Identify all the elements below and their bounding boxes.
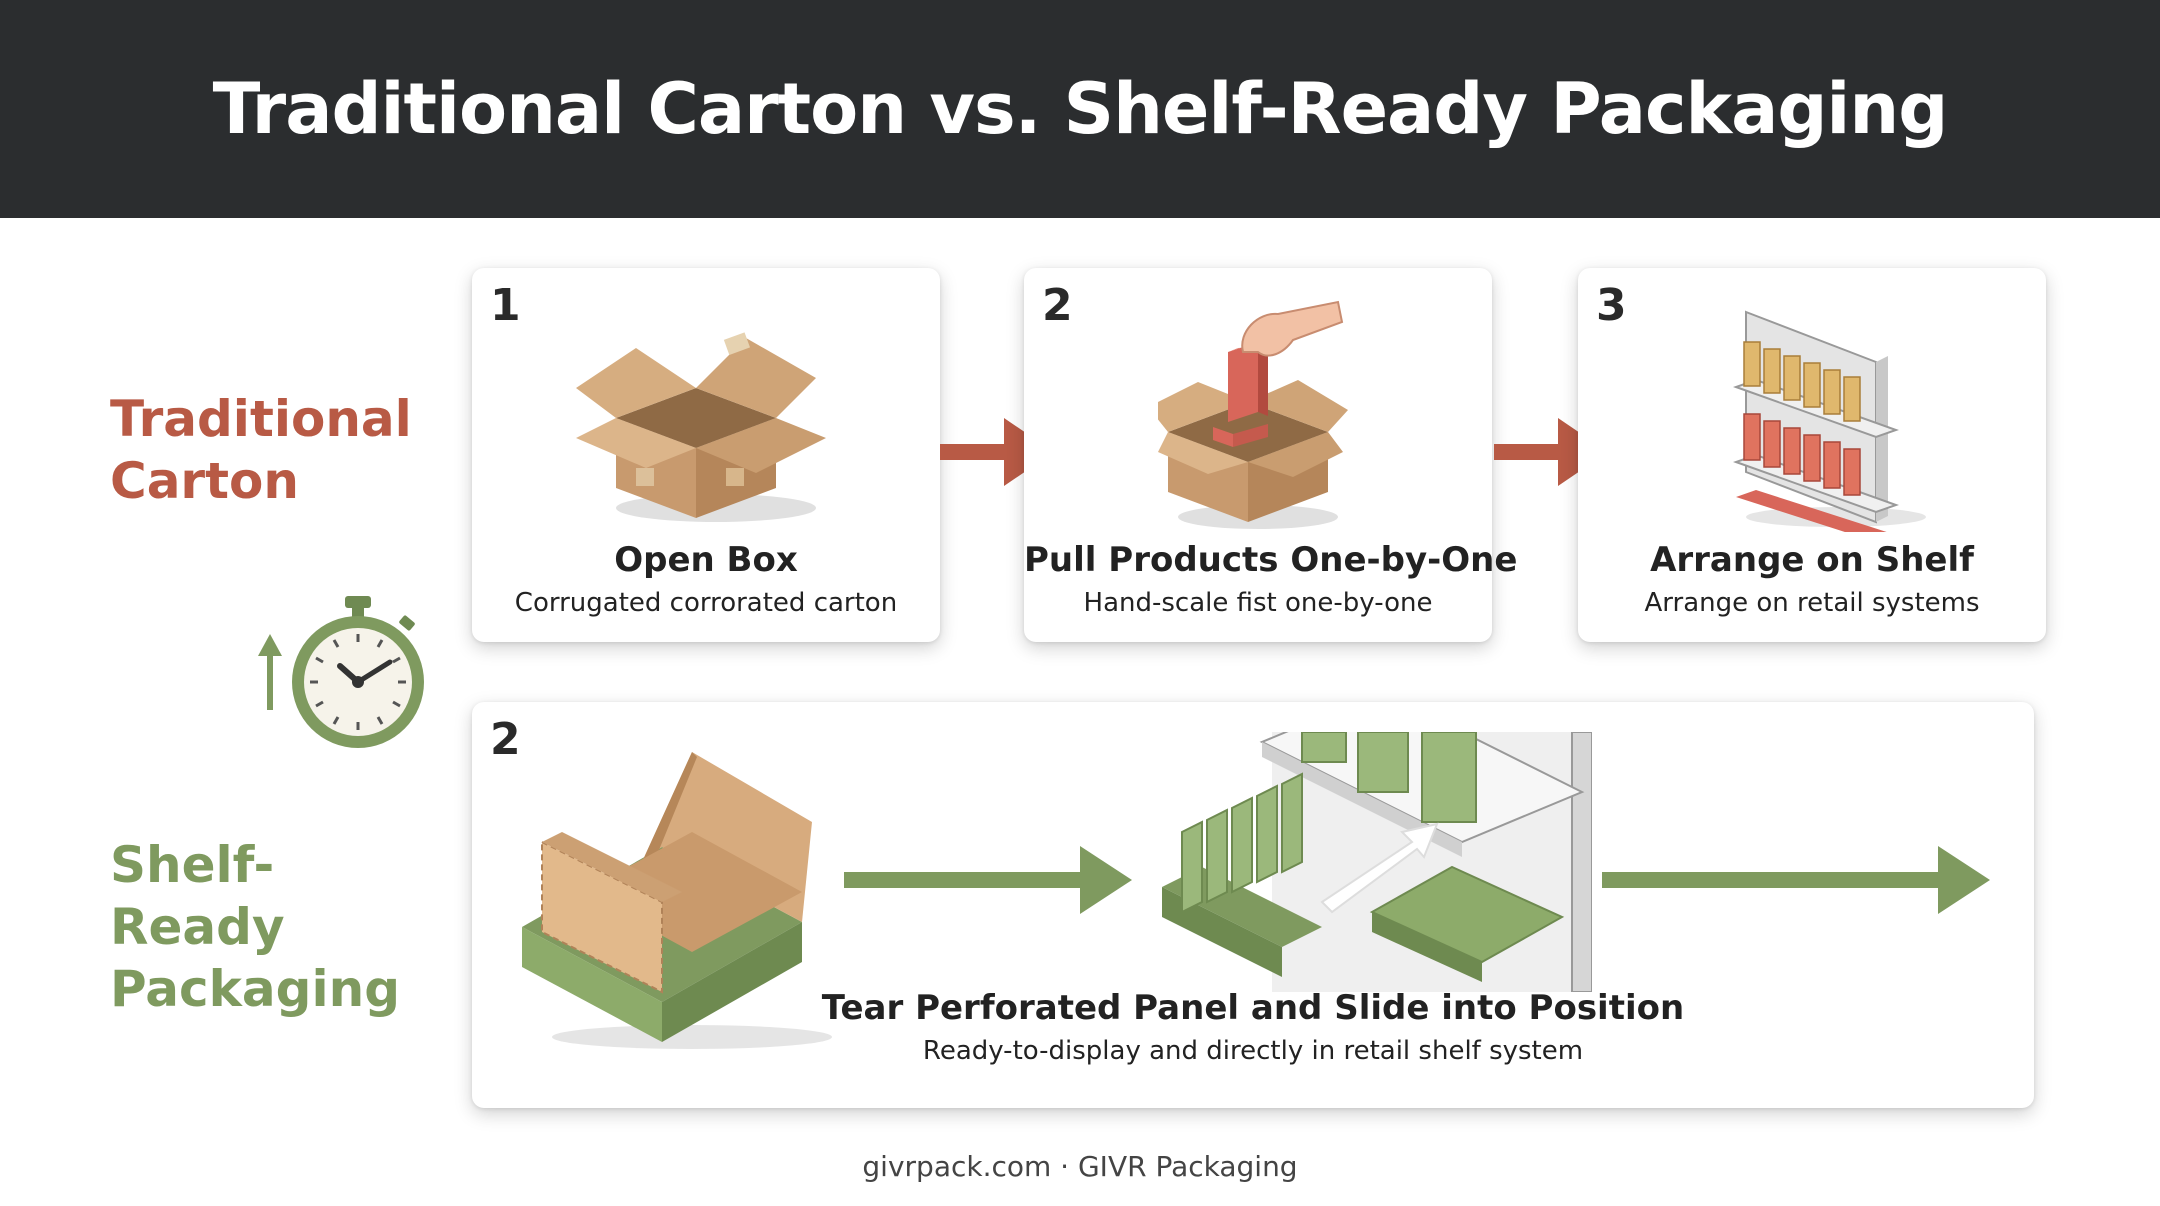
stopwatch-icon — [258, 596, 424, 748]
step-number: 2 — [1042, 280, 1073, 331]
step-number: 3 — [1596, 280, 1627, 331]
srp-step-subtitle: Ready-to-display and directly in retail … — [922, 1036, 1584, 1066]
step-number: 1 — [490, 280, 521, 331]
srp-label-line2: Packaging — [110, 960, 400, 1018]
footer-credit: givrpack.com · GIVR Packaging — [862, 1150, 1298, 1183]
shelf-with-products-icon — [1733, 310, 1926, 532]
hand-pulling-product-icon — [1158, 300, 1348, 529]
traditional-label-line2: Carton — [110, 452, 299, 510]
step-title: Arrange on Shelf — [1650, 540, 1974, 580]
step-subtitle: Corrugated corrorated carton — [514, 588, 898, 618]
srp-tray-icon — [522, 752, 832, 1049]
page-title: Traditional Carton vs. Shelf-Ready Packa… — [212, 68, 1949, 150]
step-card-open-box: 1 Open Box Corrugated corrorated carton — [472, 268, 940, 642]
srp-step-title: Tear Perforated Panel and Slide into Pos… — [821, 988, 1685, 1028]
traditional-label-line1: Traditional — [110, 390, 412, 448]
step-subtitle: Arrange on retail systems — [1644, 588, 1980, 618]
shelf-ready-packaging-label: Shelf-Ready Packaging — [110, 834, 440, 1020]
srp-label-line1: Shelf-Ready — [110, 836, 285, 956]
step-card-pull-products: 2 Pull Products One-by-One Hand-scale fi… — [1024, 268, 1518, 642]
step-title: Pull Products One-by-One — [1024, 540, 1518, 580]
arrow-right-icon — [844, 846, 1132, 914]
srp-shelf-icon — [1162, 732, 1592, 992]
step-subtitle: Hand-scale fist one-by-one — [1083, 588, 1433, 618]
srp-step-card: 2 — [472, 702, 2034, 1108]
header-bar: Traditional Carton vs. Shelf-Ready Packa… — [0, 0, 2160, 218]
arrow-right-icon — [1602, 846, 1990, 914]
open-box-icon — [576, 332, 826, 522]
traditional-carton-label: Traditional Carton — [110, 388, 440, 512]
step-number: 2 — [490, 714, 521, 765]
step-title: Open Box — [614, 540, 798, 580]
step-card-arrange-on-shelf: 3 Arrange on Shelf Arrange on retail sys… — [1578, 268, 2046, 642]
